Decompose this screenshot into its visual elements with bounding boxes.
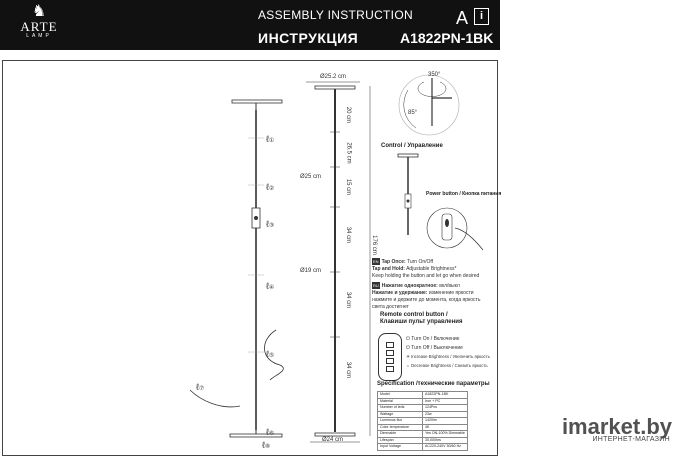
step-marker-4: ℓ④	[266, 281, 275, 291]
screw-icon: ℓ	[266, 427, 269, 437]
header-bar: ♞ ARTE LAMP ASSEMBLY INSTRUCTION ИНСТРУК…	[0, 0, 500, 50]
lang-badge-ru: RU	[372, 282, 380, 289]
screw-icon: ℓ	[266, 182, 269, 192]
dim-seg6: 34 cm	[345, 361, 352, 379]
rotation-detail: 350° 85°	[394, 70, 464, 140]
screw-icon: ℓ	[266, 134, 269, 144]
screw-icon: ℓ	[266, 281, 269, 291]
power-off-icon: ⏻	[406, 345, 412, 351]
sun-small-icon: ☼	[406, 363, 412, 368]
remote-title-2: Клавиши пульт управления	[380, 319, 463, 325]
assembly-diagram: ℓ① ℓ② ℓ③ ℓ④ ℓ⑤ ℓ⑥ ℓ⑦ ℓ⑧	[180, 90, 290, 450]
brand-name: ARTE	[20, 19, 58, 34]
spec-value: Yes ON-100% Dimmable	[422, 430, 468, 438]
remote-item-on: ⏻ Turn On / Включение	[406, 336, 460, 342]
spec-title: Specification /технические параметры	[377, 381, 490, 387]
spec-key: Input Voltage	[377, 443, 423, 451]
dim-seg3: 15 cm	[345, 178, 352, 196]
remote-title-1: Remote control button /	[380, 312, 448, 318]
step-marker-1: ℓ①	[266, 134, 275, 144]
dim-seg5: 34 cm	[345, 291, 352, 309]
dim-seg1: 20 cm	[345, 106, 352, 124]
remote-btn-on	[386, 342, 394, 348]
screw-icon: ℓ	[196, 382, 199, 392]
step-marker-6: ℓ⑥	[266, 427, 275, 437]
power-title: Power button / Кнопка питания	[426, 191, 502, 197]
control-drawing	[397, 153, 419, 235]
griffin-icon: ♞	[31, 3, 47, 20]
content-frame	[2, 60, 498, 456]
remote-btn-off	[386, 350, 394, 356]
remote-btn-up	[386, 358, 394, 364]
watermark-logo: imarket.by	[561, 414, 672, 439]
control-detail	[394, 150, 424, 240]
step-marker-5: ℓ⑤	[266, 349, 275, 359]
remote-item-increase: ☀ Increase Brightness / Увеличить яркост…	[406, 354, 490, 359]
power-on-icon: ⏻	[406, 336, 412, 342]
spec-value: AC220-240V 50/60 Hz	[422, 443, 468, 451]
info-icon: i	[474, 8, 489, 25]
dimension-drawing	[306, 81, 371, 443]
title-en: ASSEMBLY INSTRUCTION	[258, 8, 413, 22]
model-number: A1822PN-1BK	[400, 30, 494, 46]
sun-icon: ☀	[406, 354, 412, 359]
dim-tilt: 85°	[408, 110, 418, 116]
remote-item-off: ⏻ Turn Off / Выключение	[406, 345, 463, 351]
screw-icon: ℓ	[266, 349, 269, 359]
remote-control	[378, 333, 402, 381]
brand-logo: ♞ ARTE LAMP	[12, 4, 66, 48]
power-button-detail	[425, 200, 485, 255]
dim-total-height: 176 cm	[370, 235, 377, 255]
brand-sub: LAMP	[26, 33, 52, 39]
step-marker-3: ℓ③	[266, 219, 275, 229]
dim-rotate: 350°	[428, 72, 441, 78]
control-title: Control / Управление	[381, 143, 443, 149]
dim-seg4: 34 cm	[345, 226, 352, 244]
screw-icon: ℓ	[266, 219, 269, 229]
dimension-diagram: Ø25.2 cm 20 cm 26.5 cm Ø25 cm 15 cm 34 c…	[300, 72, 390, 447]
power-drawing	[426, 207, 484, 251]
dim-tube-upper: Ø25 cm	[300, 174, 322, 180]
dim-base: Ø24 cm	[322, 437, 344, 443]
dim-seg2: 26.5 cm	[345, 142, 352, 164]
step-marker-2: ℓ②	[266, 182, 275, 192]
watermark-sub: ИНТЕРНЕТ-МАГАЗИН	[592, 436, 670, 443]
remote-item-decrease: ☼ Decrease Brightness / Снизить яркость	[406, 363, 488, 368]
rotation-drawing	[398, 74, 460, 136]
remote-btn-down	[386, 366, 394, 372]
lang-badge-en: EN	[372, 258, 380, 265]
step-marker-7: ℓ⑦	[196, 382, 205, 392]
assembly-drawing	[189, 99, 284, 438]
dim-top-width: Ø25.2 cm	[320, 74, 347, 80]
step-marker-8: ℓ⑧	[262, 440, 271, 450]
dim-tube-lower: Ø19 cm	[300, 268, 322, 274]
title-ru: ИНСТРУКЦИЯ	[258, 30, 359, 46]
screw-icon: ℓ	[262, 440, 265, 450]
lang-letter: A	[456, 8, 469, 28]
